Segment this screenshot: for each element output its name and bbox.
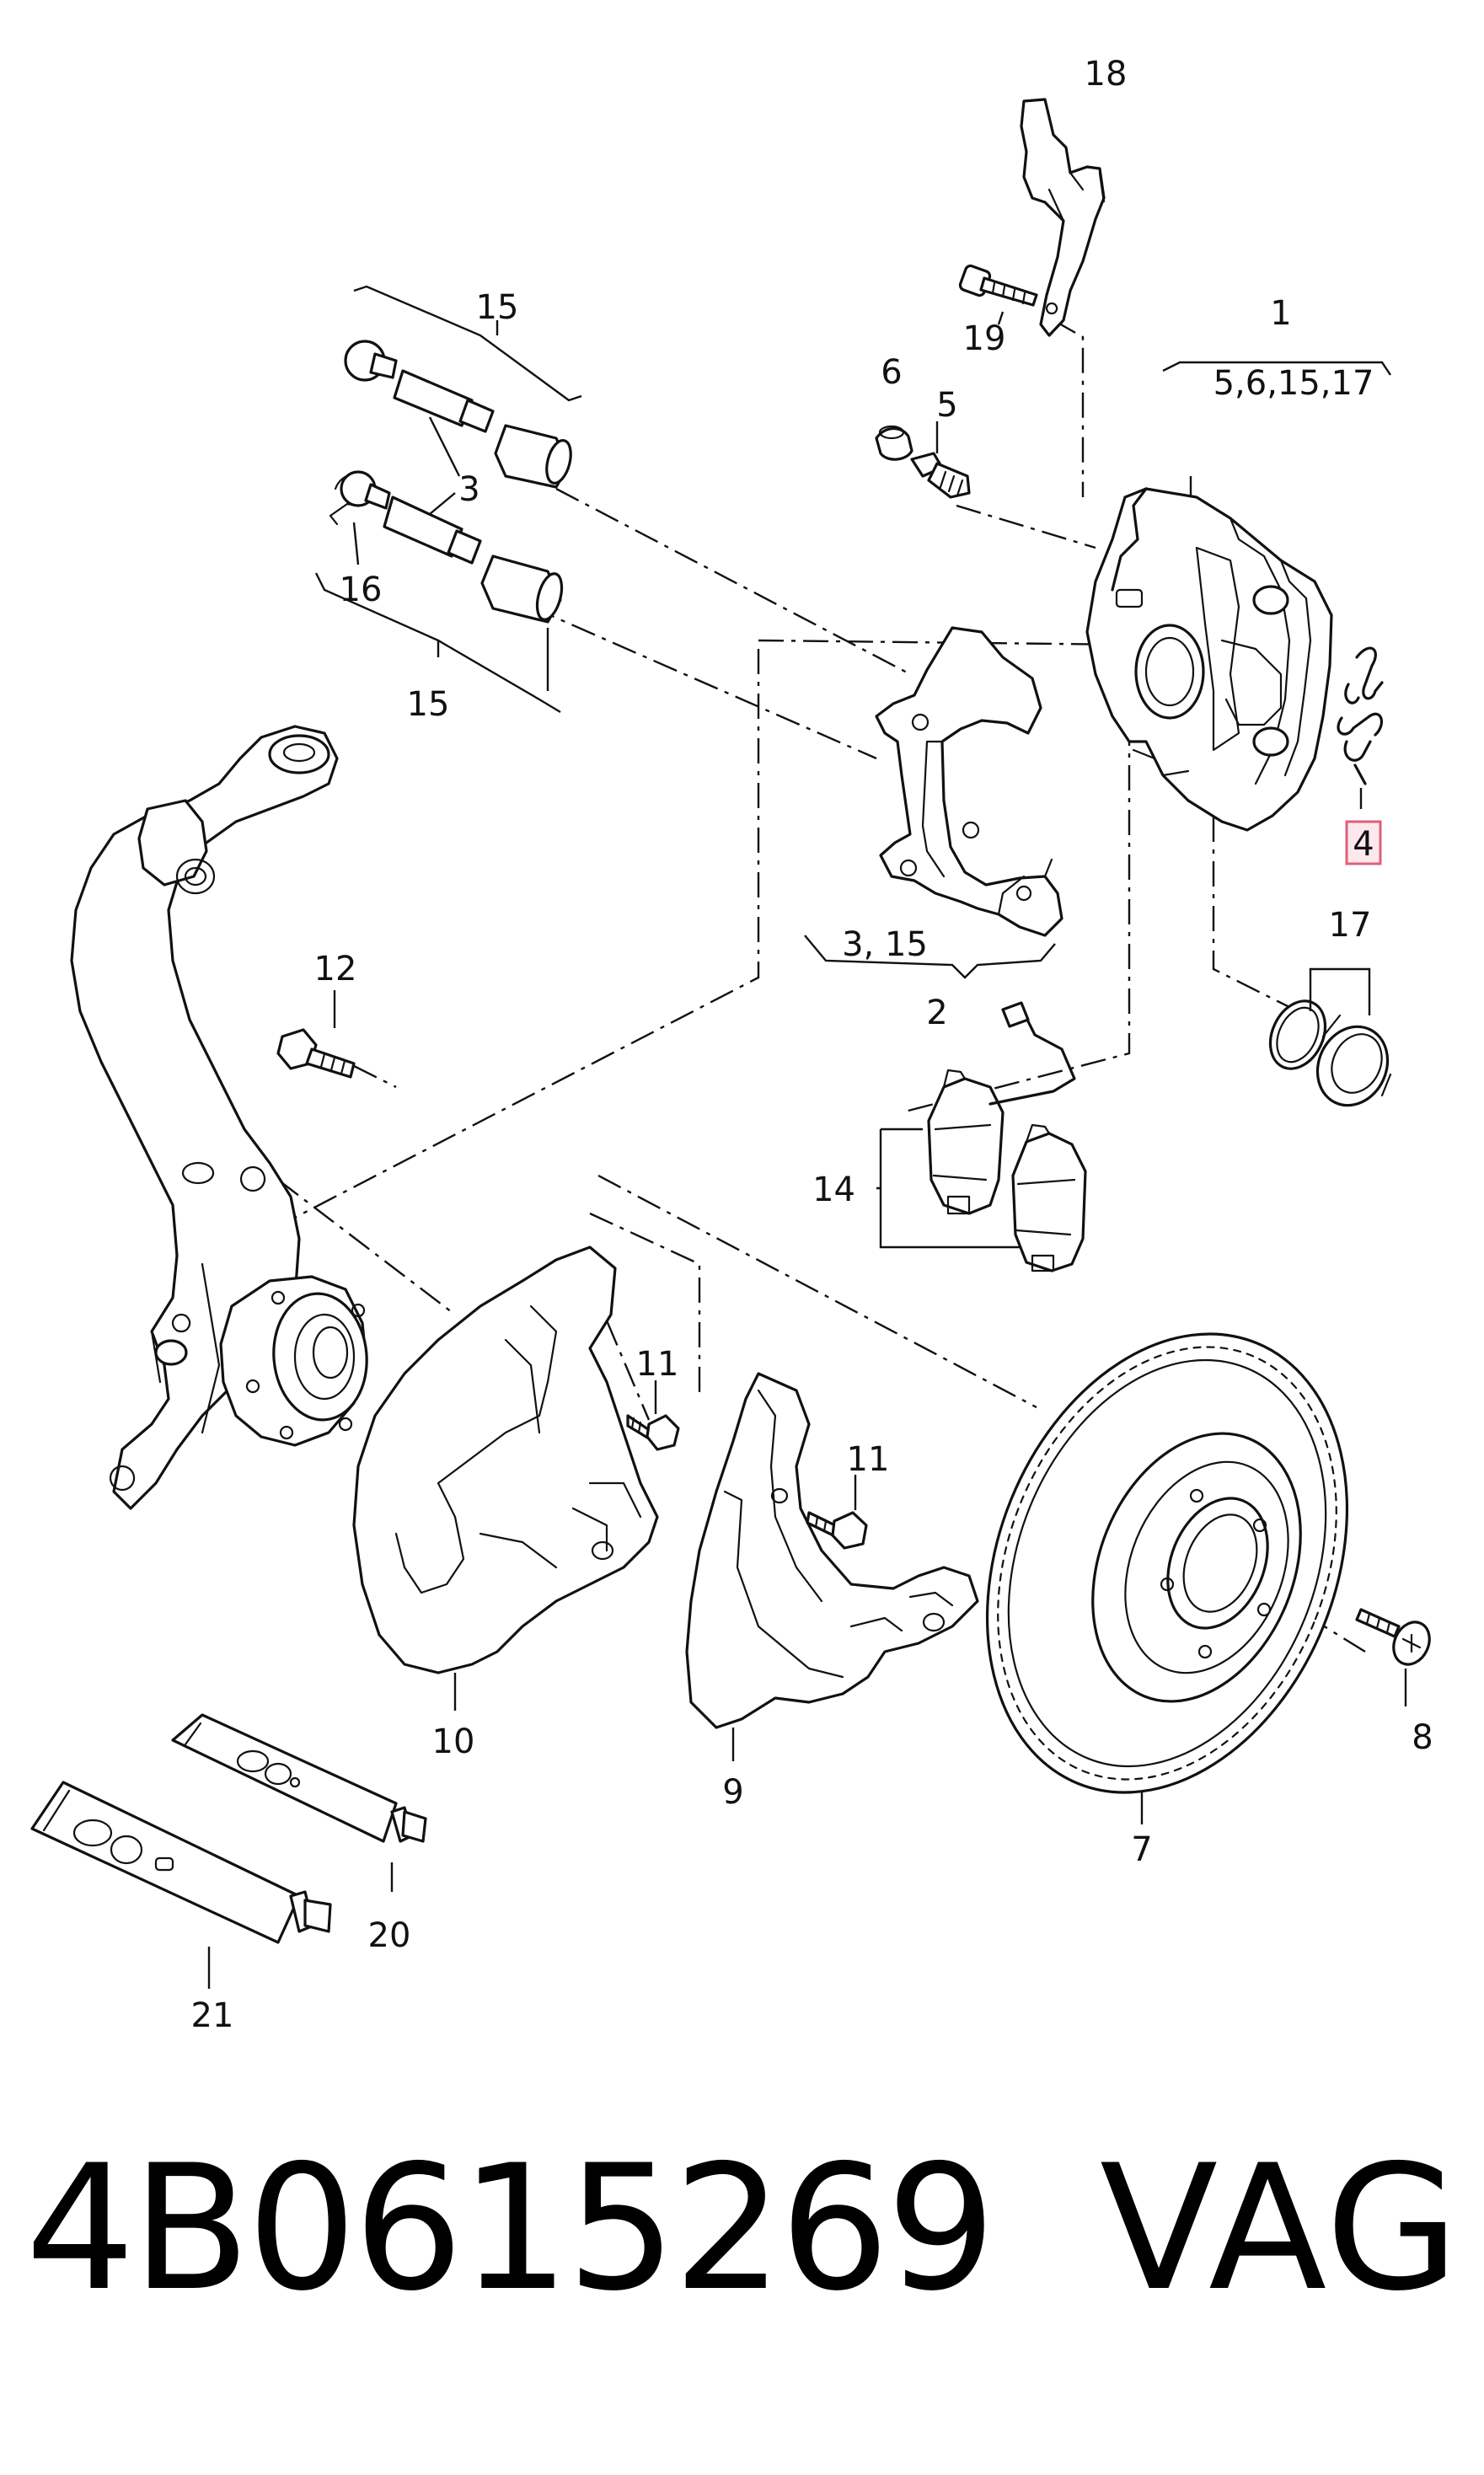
caliper-carrier xyxy=(875,626,1063,937)
callout-10: 10 xyxy=(432,1722,475,1761)
brake-caliper xyxy=(1085,487,1333,832)
callout-1: 1 xyxy=(1270,294,1291,333)
brake-pad-outer xyxy=(1011,1123,1087,1272)
callout-3: 3 xyxy=(458,470,479,509)
callout-8: 8 xyxy=(1412,1718,1433,1757)
callout-15-upper: 15 xyxy=(476,288,519,327)
bracket-lines-15-lower xyxy=(314,572,561,714)
bracket-lines-14 xyxy=(876,1128,1020,1249)
callout-20: 20 xyxy=(368,1916,411,1955)
callout-18: 18 xyxy=(1085,55,1128,94)
part-number: 4B0615269 xyxy=(25,2129,996,2329)
bleed-screw xyxy=(910,421,971,499)
callout-1-sub: 5,6,15,17 xyxy=(1213,364,1374,403)
callout-12: 12 xyxy=(314,950,357,988)
callout-4-highlight xyxy=(1345,820,1382,865)
callout-19: 19 xyxy=(963,319,1006,358)
callout-9: 9 xyxy=(722,1773,743,1812)
bracket-lines-17 xyxy=(1309,967,1371,1015)
carrier-bolt-12 xyxy=(276,990,356,1079)
leaders-misc xyxy=(453,172,1391,1824)
disc-screw xyxy=(1355,1608,1431,1706)
brake-hose-bracket xyxy=(1020,98,1106,337)
brand-label: VAG xyxy=(1100,2129,1461,2329)
callout-7: 7 xyxy=(1131,1830,1152,1869)
callout-11-a: 11 xyxy=(636,1345,679,1384)
bleed-cap xyxy=(875,425,913,461)
paste-tube-20 xyxy=(171,1713,427,1892)
callout-2-sub: 3, 15 xyxy=(842,925,928,964)
shield-bolt-11-b xyxy=(806,1475,868,1550)
shield-bolt-11-a xyxy=(626,1380,680,1451)
callout-16: 16 xyxy=(340,571,383,609)
bracket-lines-15-upper xyxy=(353,285,582,402)
brake-disc xyxy=(985,1332,1349,1794)
pad-spring-clip xyxy=(1337,646,1384,809)
callout-21: 21 xyxy=(191,1996,234,2035)
callout-17: 17 xyxy=(1329,906,1372,945)
guide-pin-set-upper xyxy=(344,340,572,489)
bracket-bolt xyxy=(958,264,1038,307)
guide-pin-set-lower xyxy=(329,470,564,624)
callout-2: 2 xyxy=(926,994,947,1032)
callout-6: 6 xyxy=(881,353,902,392)
leader-3 xyxy=(428,416,461,515)
wear-sensor xyxy=(988,1001,1076,1106)
splash-shield-10 xyxy=(352,1246,659,1674)
wheel-hub xyxy=(219,1275,368,1447)
dust-shield-9 xyxy=(685,1372,979,1729)
callout-14: 14 xyxy=(812,1171,855,1209)
callout-11-b: 11 xyxy=(847,1440,890,1479)
leader-16 xyxy=(352,522,360,565)
callouts: 18 19 1 5,6,15,17 15 6 5 3 16 15 3, 15 2… xyxy=(191,55,1433,2035)
dust-boot xyxy=(1315,1014,1392,1107)
callout-5: 5 xyxy=(936,386,957,425)
brake-pad-inner xyxy=(927,1069,1005,1215)
callout-4: 4 xyxy=(1353,825,1374,864)
paste-tube-21 xyxy=(30,1781,332,1989)
bracket-lines-2 xyxy=(804,935,1056,979)
callout-15-lower: 15 xyxy=(407,685,450,724)
